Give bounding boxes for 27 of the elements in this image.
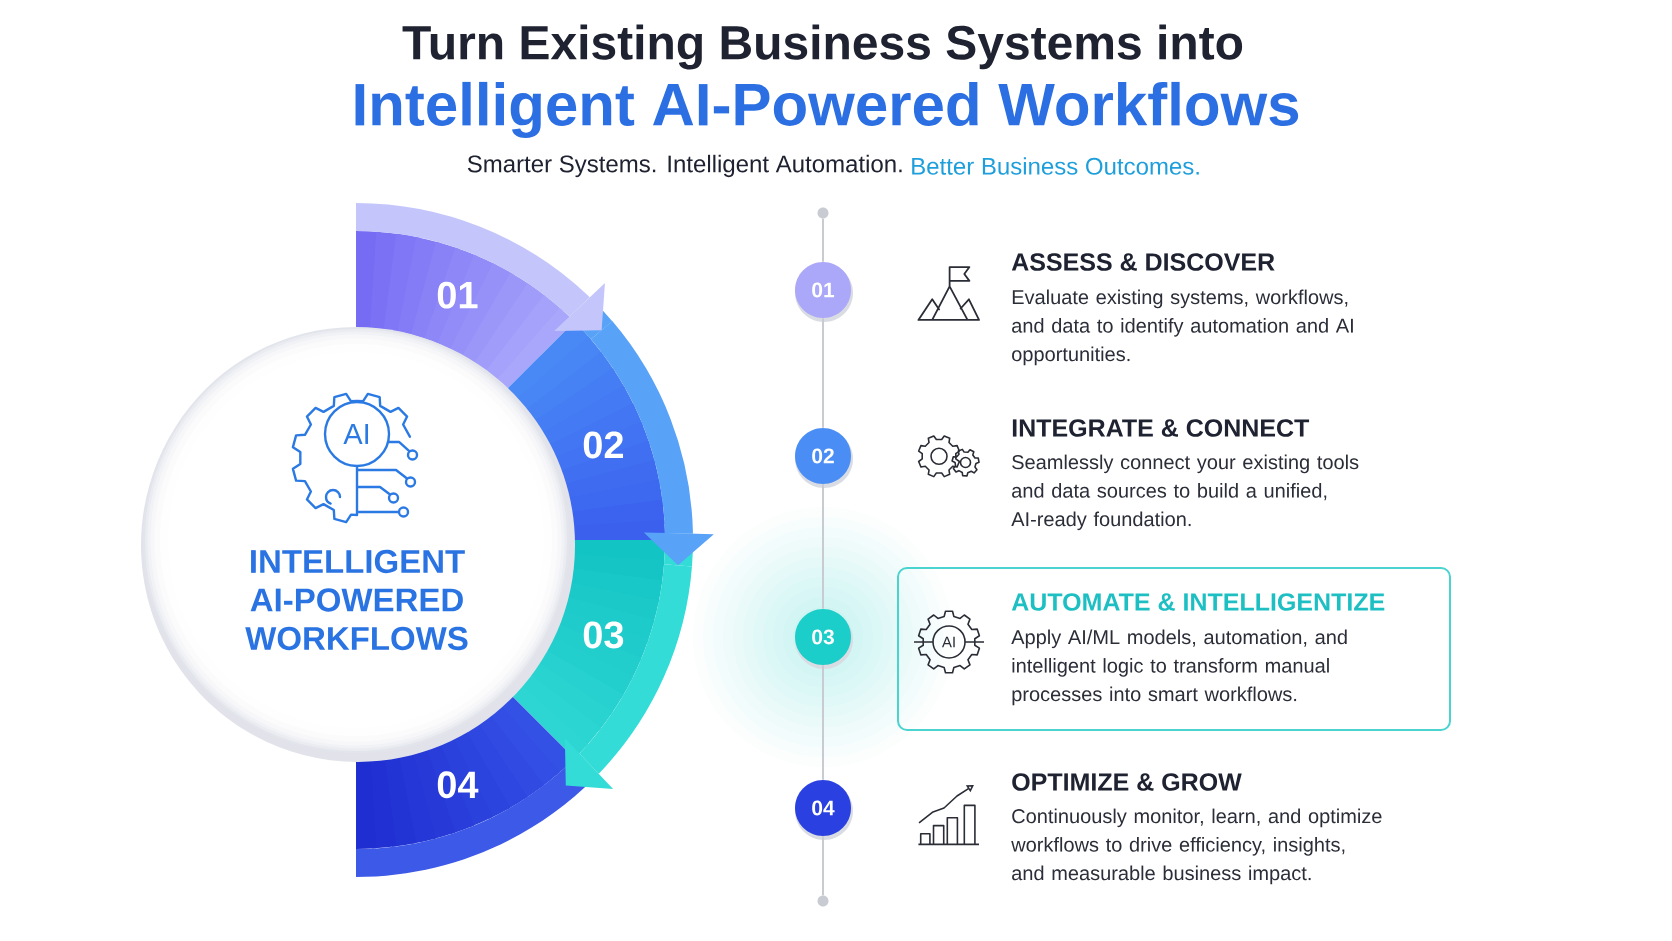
timeline-line [822,483,824,610]
title: Intelligent AI-Powered Workflows [355,81,1299,139]
node-label: 02 [583,431,624,459]
number-badge: 04 [795,780,853,840]
curved-arrow [590,321,714,566]
title: Turn Existing Business Systems into [402,24,1243,70]
icon-text: AI [941,636,955,648]
node-label: 01 [437,281,478,309]
step-description: Seamlessly connect your existing tools and data sources to build a unified, AI-ready foundation. [1011,454,1359,531]
step-description: Evaluate existing systems, workflows, and data to identify automation and AI opportunities. [1012,289,1353,366]
timeline-line [822,217,824,263]
subtitle: Smarter Systems. Intelligent Automation. [467,154,902,178]
timeline-line [822,664,824,781]
timeline-line [822,317,824,429]
step-heading: ASSESS & DISCOVER [1011,253,1275,271]
icon-text: AI [343,424,369,444]
step-heading: OPTIMIZE & GROW [1012,773,1242,791]
subtitle: Better Business Outcomes. [912,157,1199,175]
curved-arrow [355,203,605,332]
step-heading: INTEGRATE & CONNECT [1012,419,1310,437]
node-label: 03 [583,621,624,649]
timeline-line [822,835,824,897]
curved-arrow [564,563,692,789]
number-badge: 03 [795,609,853,669]
number-badge: 02 [795,428,853,488]
number-badge: 01 [795,262,853,322]
step-description: Continuously monitor, learn, and optimize workflows to drive efficiency, insights, and measurable business impact. [1011,808,1382,885]
